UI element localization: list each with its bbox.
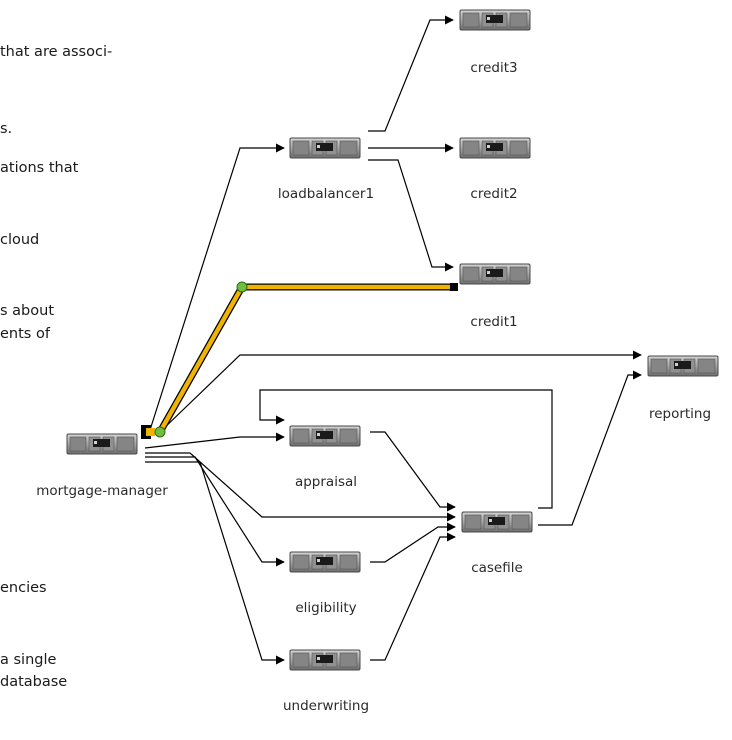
node-credit3[interactable]: credit3: [459, 9, 531, 76]
edge-loadbalancer1-credit1[interactable]: [368, 159, 454, 272]
text-fragment: a single: [0, 652, 57, 668]
text-fragment: encies: [0, 580, 47, 596]
node-label: loadbalancer1: [278, 186, 374, 202]
edge-mortgage-manager-reporting[interactable]: [159, 350, 642, 433]
node-eligibility[interactable]: eligibility: [289, 551, 361, 616]
server-icon: [289, 425, 361, 447]
edge-mortgage-manager-underwriting[interactable]: [145, 461, 285, 665]
edge-eligibility-casefile[interactable]: [370, 522, 456, 563]
edge-mortgage-manager-appraisal[interactable]: [144, 432, 285, 449]
edge-mortgage-manager-eligibility[interactable]: [145, 456, 285, 567]
node-label: credit1: [470, 314, 517, 330]
highlighted-edge-mortgage-manager-credit1[interactable]: [141, 281, 458, 439]
text-fragment: s.: [0, 121, 13, 137]
bend-point-handle[interactable]: [236, 281, 248, 293]
node-label: casefile: [471, 560, 523, 576]
server-icon: [461, 511, 533, 533]
node-label: credit3: [470, 60, 517, 76]
edges: [144, 15, 642, 665]
text-fragment: cloud: [0, 232, 40, 248]
edge-underwriting-casefile[interactable]: [370, 532, 456, 661]
server-icon: [459, 263, 531, 285]
node-label: underwriting: [283, 698, 369, 714]
edge-loadbalancer1-credit3[interactable]: [368, 15, 454, 132]
node-reporting[interactable]: reporting: [647, 355, 719, 422]
node-credit1[interactable]: credit1: [459, 263, 531, 330]
text-fragment: ations that: [0, 160, 79, 176]
node-label: credit2: [470, 186, 517, 202]
node-label: mortgage-manager: [36, 483, 168, 499]
node-label: eligibility: [295, 600, 356, 616]
edge-mortgage-manager-loadbalancer1[interactable]: [149, 143, 285, 431]
text-fragment: database: [0, 674, 68, 690]
server-icon: [66, 433, 138, 455]
text-fragment: s about: [0, 303, 54, 319]
server-icon: [647, 355, 719, 377]
server-icon: [459, 137, 531, 159]
server-icon: [289, 649, 361, 671]
node-label: appraisal: [295, 474, 357, 490]
edge-end-handle[interactable]: [450, 283, 458, 291]
edge-mortgage-manager-casefile[interactable]: [145, 452, 456, 522]
edge-start-point-handle[interactable]: [154, 426, 166, 438]
server-icon: [289, 551, 361, 573]
text-fragment: ents of: [0, 326, 50, 342]
node-loadbalancer1[interactable]: loadbalancer1: [278, 137, 374, 202]
node-underwriting[interactable]: underwriting: [283, 649, 369, 714]
edge-start-handle-fill: [146, 428, 155, 436]
node-credit2[interactable]: credit2: [459, 137, 531, 202]
text-fragment: that are associ-: [0, 44, 113, 60]
node-casefile[interactable]: casefile: [461, 511, 533, 576]
edge-casefile-reporting[interactable]: [538, 370, 642, 526]
node-mortgage-manager[interactable]: mortgage-manager: [36, 433, 168, 499]
server-icon: [289, 137, 361, 159]
node-label: reporting: [649, 406, 711, 422]
server-icon: [459, 9, 531, 31]
node-appraisal[interactable]: appraisal: [289, 425, 361, 490]
edge-casefile-appraisal[interactable]: [259, 389, 553, 509]
edge-appraisal-casefile[interactable]: [370, 431, 456, 512]
